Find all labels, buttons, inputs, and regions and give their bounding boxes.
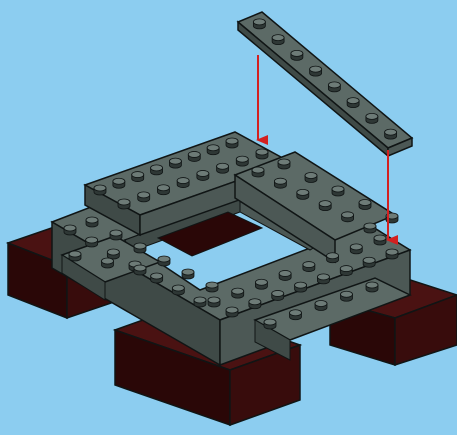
stud	[188, 151, 200, 161]
stud	[364, 223, 376, 233]
stud	[206, 282, 218, 292]
stud	[385, 129, 397, 139]
stud	[319, 201, 331, 211]
stud	[315, 301, 327, 311]
stud	[272, 290, 284, 300]
stud	[386, 249, 398, 259]
stud	[113, 178, 125, 188]
stud	[332, 186, 344, 196]
stud	[182, 269, 194, 279]
stud	[366, 282, 378, 292]
stud	[291, 50, 303, 60]
stud	[295, 282, 307, 292]
stud	[279, 270, 291, 280]
stud	[340, 266, 352, 276]
stud	[359, 200, 371, 210]
stud	[132, 172, 144, 182]
stud	[169, 158, 181, 168]
stud	[151, 273, 163, 283]
stud	[226, 138, 238, 148]
stud	[374, 235, 386, 245]
stud	[208, 297, 220, 307]
stud	[366, 113, 378, 123]
stud	[138, 192, 150, 202]
stud	[341, 291, 353, 301]
stud	[86, 217, 98, 227]
stud	[305, 173, 317, 183]
stud	[347, 98, 359, 108]
stud	[350, 244, 362, 254]
stud	[197, 170, 209, 180]
stud	[272, 35, 284, 45]
stud	[207, 145, 219, 155]
stud	[253, 19, 265, 29]
stud	[102, 258, 114, 268]
stud	[274, 178, 286, 188]
stud	[94, 185, 106, 195]
stud	[107, 249, 119, 259]
stud	[86, 237, 98, 247]
stud	[64, 225, 76, 235]
stud	[151, 165, 163, 175]
stud	[157, 185, 169, 195]
stud	[297, 189, 309, 199]
stud	[172, 285, 184, 295]
stud	[236, 156, 248, 166]
stud	[328, 82, 340, 92]
stud	[226, 307, 238, 317]
stud	[194, 297, 206, 307]
stud	[134, 243, 146, 253]
stud	[110, 230, 122, 240]
stud	[303, 262, 315, 272]
stud	[290, 310, 302, 320]
stud	[177, 178, 189, 188]
stud	[310, 66, 322, 76]
stud	[256, 149, 268, 159]
stud	[317, 274, 329, 284]
stud	[69, 251, 81, 261]
stud	[342, 212, 354, 222]
stud	[363, 257, 375, 267]
stud	[158, 256, 170, 266]
stud	[134, 265, 146, 275]
stud	[252, 167, 264, 177]
stud	[232, 288, 244, 298]
stud	[118, 199, 130, 209]
stud	[327, 253, 339, 263]
stud	[217, 163, 229, 173]
dark-gray-plate-1x8	[238, 12, 412, 156]
stud	[264, 319, 276, 329]
stud	[255, 279, 267, 289]
stud	[278, 159, 290, 169]
stud	[249, 299, 261, 309]
